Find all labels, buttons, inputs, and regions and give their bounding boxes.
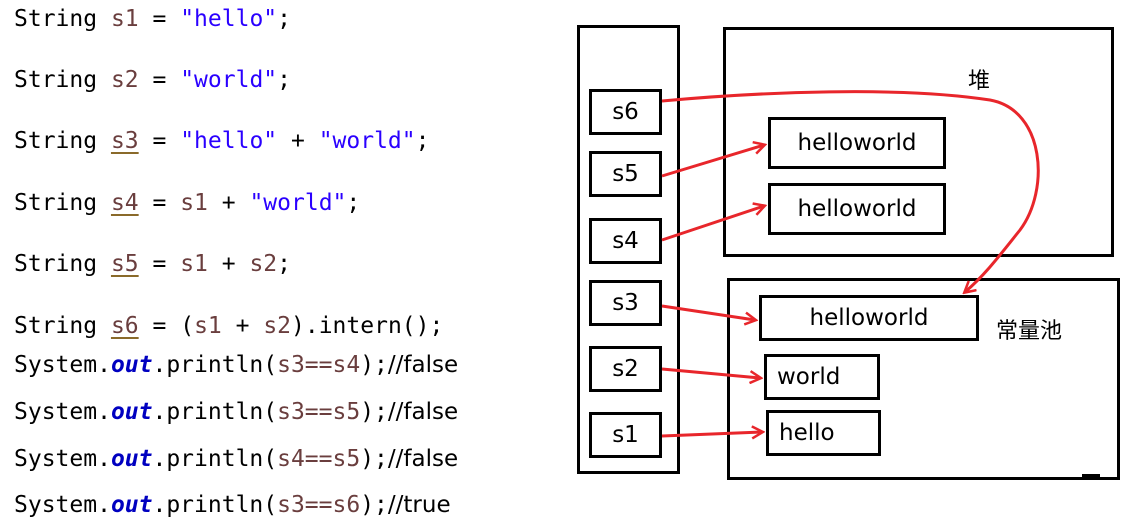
variable: s5 — [110, 251, 139, 277]
close-paren: ); — [360, 399, 388, 425]
print-line-2: System.out.println(s3==s5);//false — [14, 397, 458, 427]
print-line-1: System.out.println(s3==s4);//false — [14, 350, 458, 380]
variable: s2 — [263, 313, 292, 339]
type-keyword: String — [14, 251, 98, 277]
stack-var-s6: s6 — [589, 89, 662, 135]
heap-object-s5: helloworld — [768, 117, 946, 169]
comparison-arg: s4==s5 — [277, 446, 361, 472]
println-call: .println( — [152, 492, 278, 518]
string-literal: "world" — [249, 190, 347, 216]
println-call: .println( — [152, 352, 278, 378]
system-class: System. — [14, 492, 111, 518]
type-keyword: String — [14, 6, 98, 32]
code-line-5: String s5 = s1 + s2; — [14, 249, 291, 279]
operator: = — [138, 128, 181, 154]
operator: = — [138, 251, 181, 277]
result-comment: //false — [387, 399, 459, 425]
variable: s6 — [110, 313, 139, 339]
close-paren: ); — [360, 446, 388, 472]
variable: s1 — [194, 313, 222, 339]
print-line-3: System.out.println(s4==s5);//false — [14, 444, 458, 474]
constant-pool-title: 常量池 — [996, 319, 1063, 344]
heap-title: 堆 — [968, 69, 991, 94]
code-line-4: String s4 = s1 + "world"; — [14, 188, 360, 218]
variable: s2 — [249, 251, 278, 277]
heap-object-s4: helloworld — [768, 183, 946, 235]
type-keyword: String — [14, 128, 98, 154]
pool-corner-mark — [1082, 474, 1100, 479]
result-comment: //true — [387, 492, 451, 518]
code-line-6: String s6 = (s1 + s2).intern(); — [14, 311, 443, 341]
variable: s1 — [110, 6, 139, 32]
type-keyword: String — [14, 313, 98, 339]
variable: s3 — [110, 128, 139, 154]
system-class: System. — [14, 446, 111, 472]
semicolon: ; — [277, 6, 291, 32]
string-literal: "hello" — [180, 128, 278, 154]
variable: s1 — [180, 190, 208, 216]
operator: + — [277, 128, 319, 154]
variable: s1 — [180, 251, 208, 277]
println-call: .println( — [152, 399, 278, 425]
stack-var-s4: s4 — [589, 218, 662, 264]
comparison-arg: s3==s5 — [277, 399, 361, 425]
variable: s4 — [110, 190, 139, 216]
pool-object-helloworld: helloworld — [759, 295, 979, 341]
operator: + — [221, 313, 264, 339]
code-line-1: String s1 = "hello"; — [14, 4, 291, 34]
type-keyword: String — [14, 190, 98, 216]
out-field: out — [110, 446, 153, 472]
operator: = — [138, 190, 181, 216]
type-keyword: String — [14, 67, 98, 93]
string-literal: "hello" — [180, 6, 278, 32]
stack-var-s3: s3 — [589, 280, 662, 326]
operator: = — [138, 313, 181, 339]
pool-object-world: world — [764, 354, 880, 400]
operator: = — [138, 6, 181, 32]
system-class: System. — [14, 399, 111, 425]
semicolon: ; — [415, 128, 430, 154]
code-line-2: String s2 = "world"; — [14, 65, 291, 95]
comparison-arg: s3==s6 — [277, 492, 361, 518]
code-line-3: String s3 = "hello" + "world"; — [14, 126, 429, 156]
stack-var-s5: s5 — [589, 151, 662, 197]
semicolon: ; — [277, 67, 291, 93]
operator: + — [207, 190, 250, 216]
pool-object-hello: hello — [766, 410, 881, 456]
result-comment: //false — [387, 446, 459, 472]
result-comment: //false — [387, 352, 459, 378]
string-literal: "world" — [180, 67, 278, 93]
operator: = — [138, 67, 181, 93]
operator: + — [207, 251, 250, 277]
out-field: out — [110, 492, 153, 518]
intern-call: ).intern(); — [291, 313, 444, 339]
out-field: out — [110, 352, 153, 378]
system-class: System. — [14, 352, 111, 378]
string-literal: "world" — [318, 128, 416, 154]
print-line-4: System.out.println(s3==s6);//true — [14, 490, 451, 520]
stack-var-s1: s1 — [589, 412, 662, 458]
println-call: .println( — [152, 446, 278, 472]
out-field: out — [110, 399, 153, 425]
stack-var-s2: s2 — [589, 346, 662, 392]
semicolon: ; — [346, 190, 361, 216]
paren: ( — [180, 313, 195, 339]
comparison-arg: s3==s4 — [277, 352, 361, 378]
close-paren: ); — [360, 352, 388, 378]
variable: s2 — [110, 67, 139, 93]
semicolon: ; — [277, 251, 292, 277]
close-paren: ); — [360, 492, 388, 518]
